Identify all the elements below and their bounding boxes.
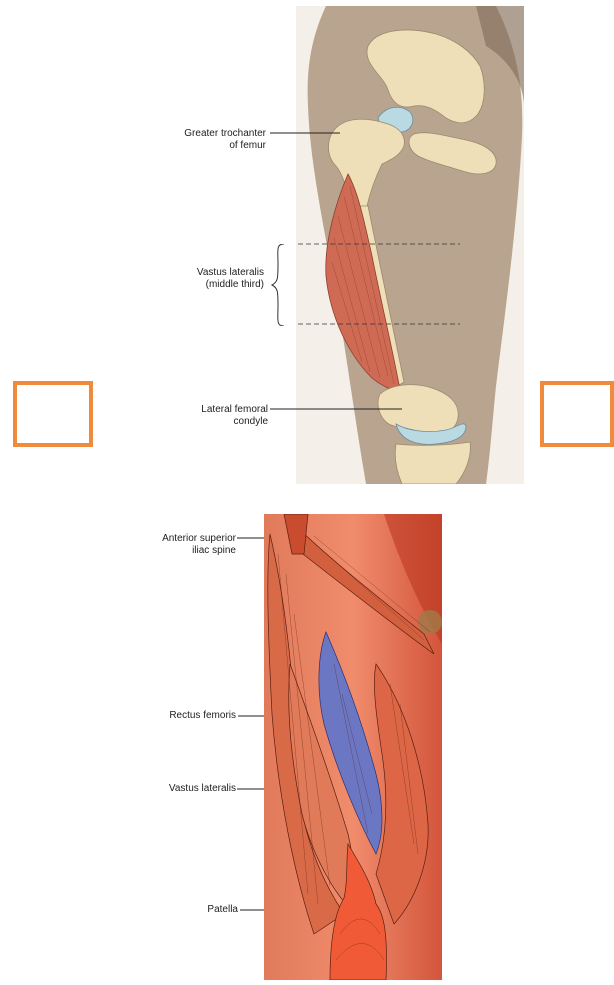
label-vastus-lateralis: Vastus lateralis: [169, 783, 236, 795]
annotation-box-left: [13, 381, 93, 447]
label-patella: Patella: [207, 904, 238, 916]
label-vastus-lateralis-middle: Vastus lateralis (middle third): [197, 267, 264, 291]
quadriceps-diagram-svg: [264, 514, 442, 980]
quadriceps-diagram: [264, 514, 442, 980]
label-greater-trochanter: Greater trochanter of femur: [184, 128, 266, 152]
annotation-box-right: [540, 381, 614, 447]
label-asis: Anterior superior iliac spine: [162, 533, 236, 557]
label-lateral-femoral-condyle: Lateral femoral condyle: [201, 404, 268, 428]
label-rectus-femoris: Rectus femoris: [169, 710, 236, 722]
hip-joint-hint: [418, 610, 442, 634]
